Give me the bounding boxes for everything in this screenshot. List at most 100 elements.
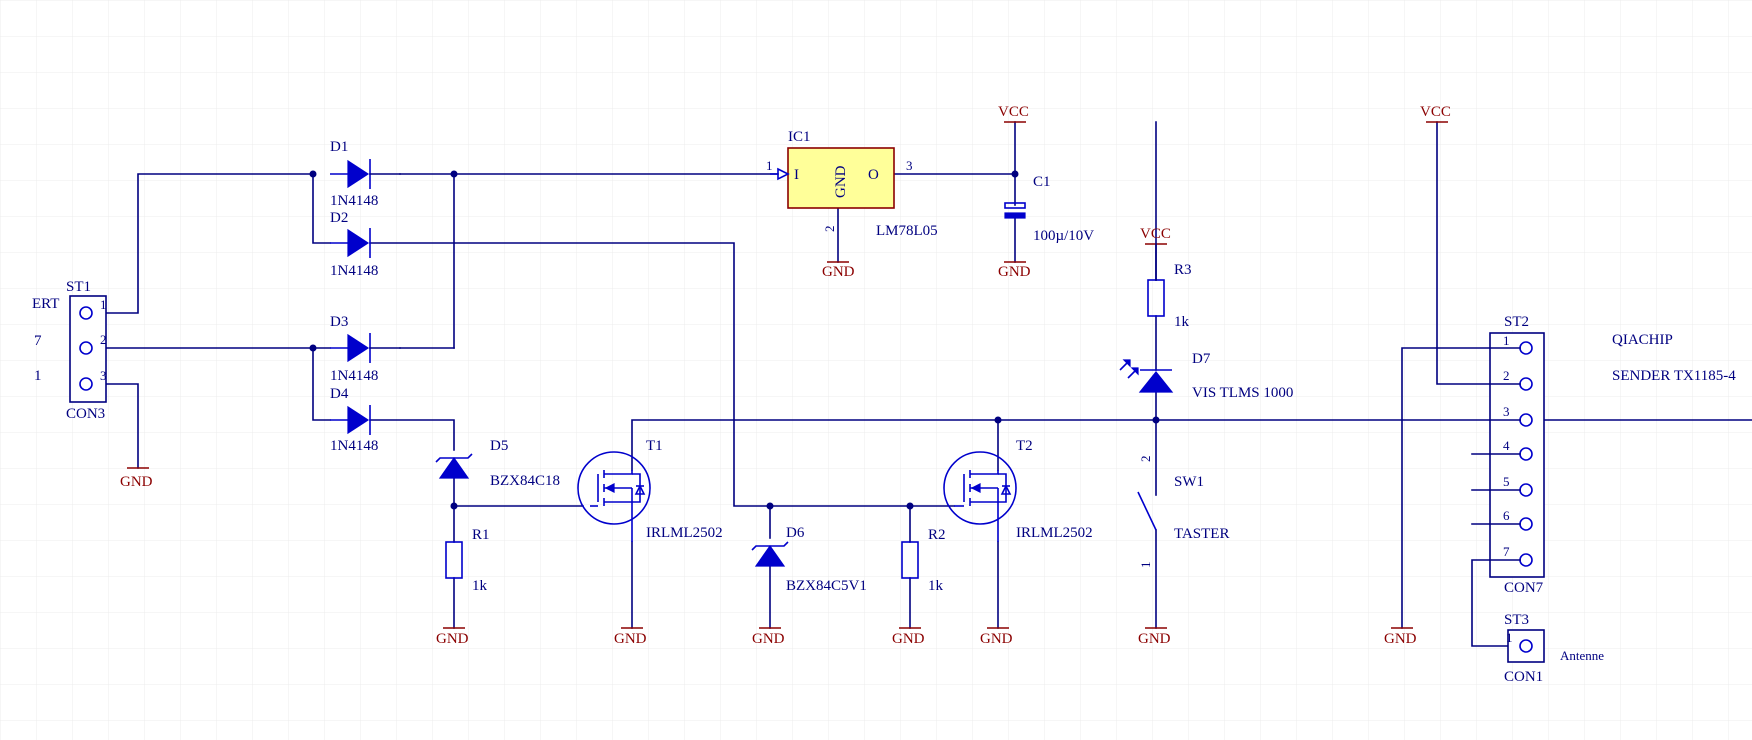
r1-value: 1k xyxy=(472,578,488,594)
d1-value: 1N4148 xyxy=(330,193,378,209)
st2-pin-6: 6 xyxy=(1503,508,1510,523)
ic1-pin2-number: 2 xyxy=(822,226,837,233)
gnd-symbol: GND xyxy=(998,261,1031,280)
gnd-label: GND xyxy=(436,631,469,647)
switch-sw1[interactable]: 2 1 SW1 TASTER xyxy=(1137,456,1229,569)
t1-label: T1 xyxy=(646,438,663,454)
resistor-r2[interactable]: R2 1k xyxy=(901,527,946,594)
sw1-value: TASTER xyxy=(1174,526,1229,542)
zener-d5[interactable]: D5 BZX84C18 xyxy=(435,438,560,489)
d2-value: 1N4148 xyxy=(330,263,378,279)
gnd-symbol: GND xyxy=(1138,627,1171,647)
diode-d4[interactable]: D4 1N4148 xyxy=(330,386,378,454)
resistor-r3[interactable]: R3 1k xyxy=(1147,262,1192,330)
d4-value: 1N4148 xyxy=(330,438,378,454)
st1-pin-1: 1 xyxy=(100,297,107,312)
t2-label: T2 xyxy=(1016,438,1033,454)
gnd-symbol: GND xyxy=(980,627,1013,647)
diode-d2[interactable]: D2 1N4148 xyxy=(330,210,378,279)
st3-name: Antenne xyxy=(1560,648,1604,663)
t2-value: IRLML2502 xyxy=(1016,525,1093,541)
gnd-symbol: GND xyxy=(892,627,925,647)
st1-name: ERT xyxy=(32,296,59,312)
gnd-label: GND xyxy=(1384,631,1417,647)
d6-label: D6 xyxy=(786,525,805,541)
connector-st3[interactable]: 1 ST3 CON1 Antenne xyxy=(1504,612,1604,685)
diode-d1[interactable]: D1 1N4148 xyxy=(330,139,378,209)
gnd-symbol: GND xyxy=(752,627,785,647)
vcc-symbol: VCC xyxy=(1420,104,1451,123)
st2-pin-4: 4 xyxy=(1503,438,1510,453)
st1-pin-2: 2 xyxy=(100,332,107,347)
st2-pin-1: 1 xyxy=(1503,333,1510,348)
d2-label: D2 xyxy=(330,210,348,226)
d7-value: VIS TLMS 1000 xyxy=(1192,385,1293,401)
t1-value: IRLML2502 xyxy=(646,525,723,541)
led-d7[interactable]: D7 VIS TLMS 1000 xyxy=(1119,351,1293,401)
vcc-label: VCC xyxy=(1420,104,1451,120)
mosfet-t2[interactable]: T2 IRLML2502 xyxy=(943,438,1093,542)
ic1-pin-gnd: GND xyxy=(833,165,849,198)
sw1-pin1-number: 1 xyxy=(1138,562,1153,569)
st2-pin-2: 2 xyxy=(1503,368,1510,383)
ic1-pin1-number: 1 xyxy=(766,158,773,173)
d5-label: D5 xyxy=(490,438,508,454)
st2-label: ST2 xyxy=(1504,314,1529,330)
resistor-r1[interactable]: R1 1k xyxy=(445,527,490,594)
junctions xyxy=(309,170,1160,510)
gnd-label: GND xyxy=(120,474,153,490)
vcc-label: VCC xyxy=(1140,226,1171,242)
diode-d3[interactable]: D3 1N4148 xyxy=(330,314,401,384)
r2-label: R2 xyxy=(928,527,946,543)
ic1-pin3-number: 3 xyxy=(906,158,913,173)
st2-pin-3: 3 xyxy=(1503,404,1510,419)
mosfet-t1[interactable]: T1 IRLML2502 xyxy=(577,438,723,542)
vcc-symbol: VCC xyxy=(998,104,1029,123)
st2-pin-5: 5 xyxy=(1503,474,1510,489)
st2-name-line1: QIACHIP xyxy=(1612,332,1673,348)
sw1-label: SW1 xyxy=(1174,474,1204,490)
r3-value: 1k xyxy=(1174,314,1190,330)
gnd-label: GND xyxy=(822,264,855,280)
gnd-label: GND xyxy=(1138,631,1171,647)
st2-name-line2: SENDER TX1185-4 xyxy=(1612,368,1736,384)
st3-type: CON1 xyxy=(1504,669,1543,685)
zener-d6[interactable]: D6 BZX84C5V1 xyxy=(751,525,867,594)
ic1-pin-o: O xyxy=(868,167,879,183)
d1-label: D1 xyxy=(330,139,348,155)
vcc-symbol: VCC xyxy=(1140,226,1171,281)
connector-st2[interactable]: 1 2 3 4 5 6 7 ST2 CON7 QIACHIP SENDER TX… xyxy=(1489,314,1736,596)
connector-st1[interactable]: ST1 ERT 7 1 1 2 3 CON3 xyxy=(32,279,107,422)
gnd-label: GND xyxy=(998,264,1031,280)
d3-value: 1N4148 xyxy=(330,368,378,384)
wires xyxy=(105,121,1752,647)
c1-value: 100µ/10V xyxy=(1033,228,1094,244)
c1-label: C1 xyxy=(1033,174,1051,190)
gnd-label: GND xyxy=(980,631,1013,647)
gnd-label: GND xyxy=(614,631,647,647)
gnd-symbol: GND xyxy=(1384,627,1417,647)
gnd-label: GND xyxy=(752,631,785,647)
regulator-ic1[interactable]: I O GND IC1 LM78L05 1 2 3 xyxy=(766,129,938,239)
st1-label: ST1 xyxy=(66,279,91,295)
st1-type: CON3 xyxy=(66,406,105,422)
d4-label: D4 xyxy=(330,386,349,402)
ic1-pin-i: I xyxy=(794,167,799,183)
gnd-symbol: GND xyxy=(436,627,469,647)
st1-pin-3: 3 xyxy=(100,368,107,383)
r1-label: R1 xyxy=(472,527,490,543)
gnd-symbol: GND xyxy=(822,261,855,280)
r3-label: R3 xyxy=(1174,262,1192,278)
ic1-value: LM78L05 xyxy=(876,223,938,239)
ic1-label: IC1 xyxy=(788,129,811,145)
st2-type: CON7 xyxy=(1504,580,1544,596)
gnd-symbol: GND xyxy=(120,467,153,490)
sw1-pin2-number: 2 xyxy=(1138,456,1153,463)
capacitor-c1[interactable]: C1 100µ/10V xyxy=(1004,174,1094,244)
gnd-label: GND xyxy=(892,631,925,647)
gnd-symbol: GND xyxy=(614,627,647,647)
d3-label: D3 xyxy=(330,314,348,330)
d7-label: D7 xyxy=(1192,351,1211,367)
